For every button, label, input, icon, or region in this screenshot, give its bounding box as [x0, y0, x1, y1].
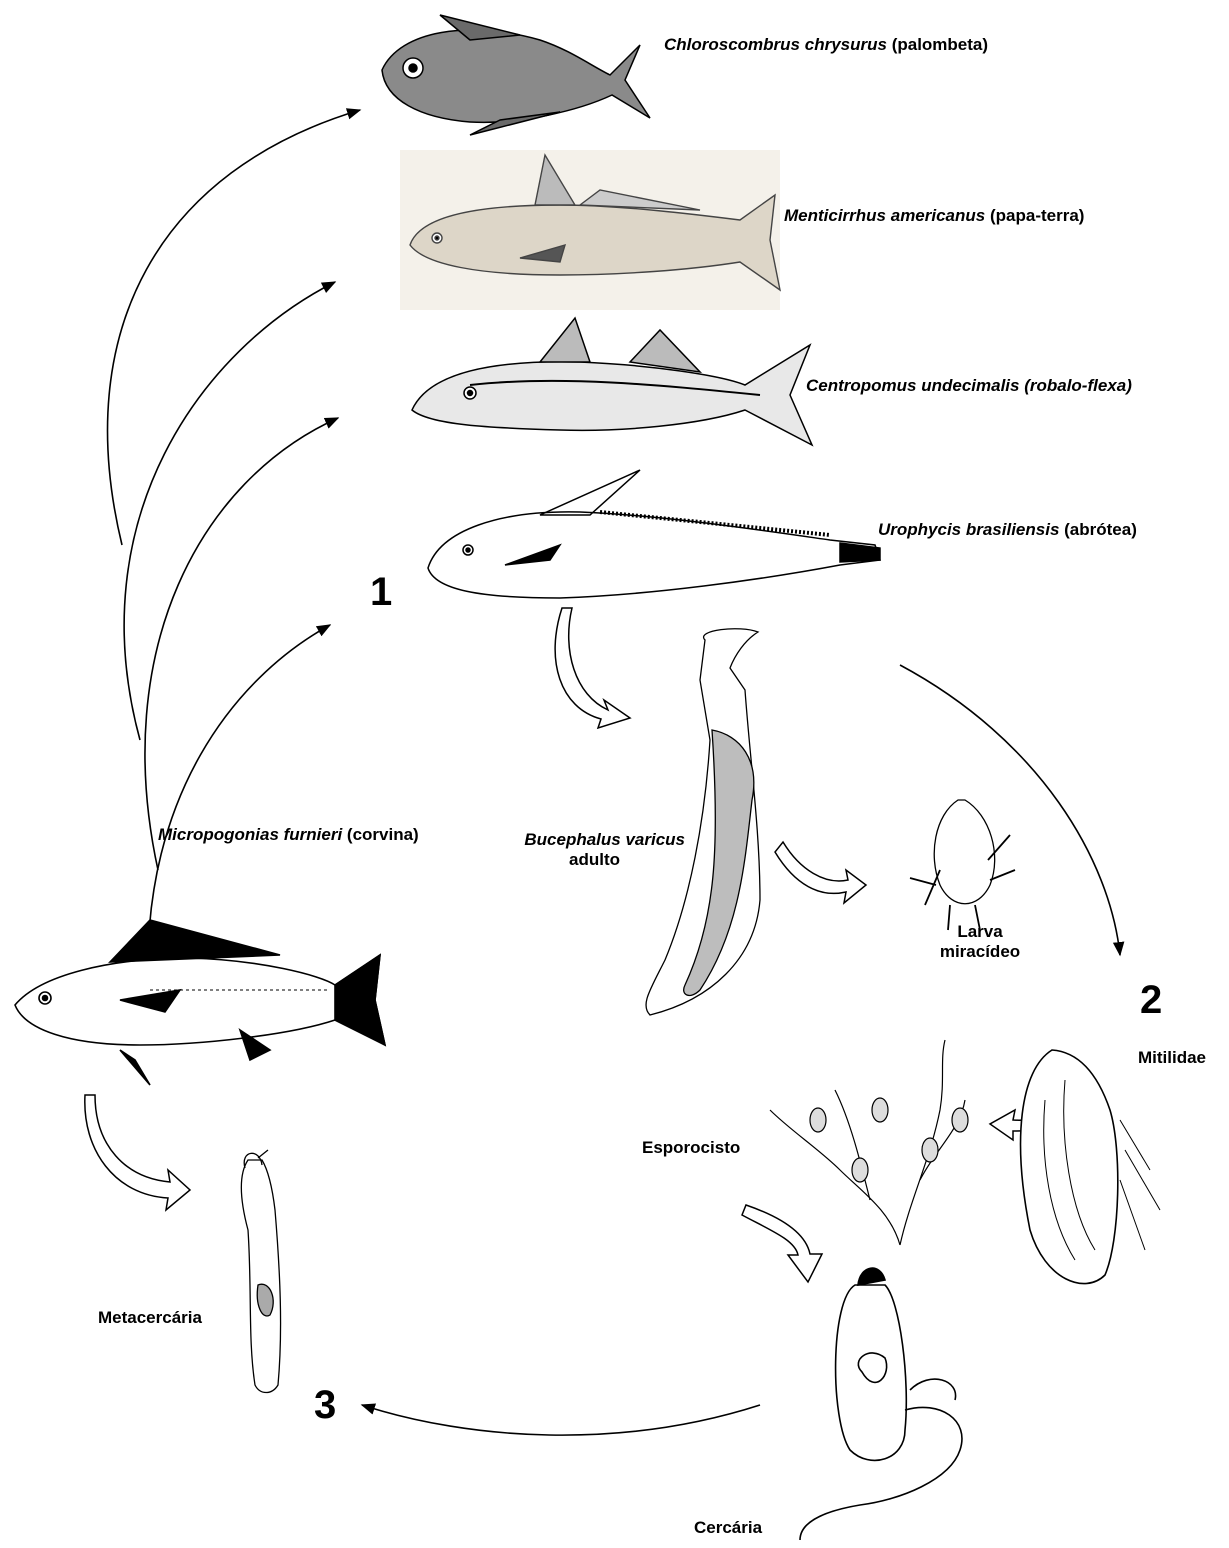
urophycis-illustration: [428, 470, 880, 598]
label-micropogonias-sci: Micropogonias furnieri: [158, 825, 342, 844]
menticirrhus-illustration: [400, 150, 780, 310]
label-chloroscombrus: Chloroscombrus chrysurus (palombeta): [664, 35, 988, 55]
label-bucephalus: Bucephalus varicus adulto: [455, 830, 685, 871]
arrow-to-menticirrhus: [124, 282, 335, 740]
label-urophycis: Urophycis brasiliensis (abrótea): [878, 520, 1137, 540]
label-bucephalus-sci: Bucephalus varicus: [524, 830, 685, 849]
label-menticirrhus-common: (papa-terra): [990, 206, 1084, 225]
label-micropogonias-common: (corvina): [347, 825, 419, 844]
arrow-to-metacercaria: [362, 1405, 760, 1435]
mitilidae-illustration: [1021, 1050, 1160, 1284]
label-bucephalus-stage: adulto: [455, 850, 685, 870]
label-centropomus-sci: Centropomus undecimalis (robalo-flexa): [806, 376, 1132, 395]
sporocyst-illustration: [770, 1040, 968, 1245]
chloroscombrus-illustration: [382, 15, 650, 135]
miracidium-illustration: [910, 800, 1015, 930]
centropomus-illustration: [412, 318, 812, 445]
arrow-to-centropomus: [145, 418, 338, 870]
stage-number-3: 3: [314, 1385, 336, 1425]
label-chloroscombrus-sci: Chloroscombrus chrysurus: [664, 35, 887, 54]
label-chloroscombrus-common: (palombeta): [892, 35, 988, 54]
hollow-arrow-corvina-to-metacercaria: [85, 1095, 190, 1210]
label-menticirrhus-sci: Menticirrhus americanus: [784, 206, 985, 225]
hollow-arrow-adult-to-miracidium: [775, 842, 866, 903]
metacercaria-illustration: [241, 1150, 280, 1393]
label-miracidium-line1: Larva: [925, 922, 1035, 942]
stage-number-1: 1: [370, 572, 392, 612]
label-centropomus: Centropomus undecimalis (robalo-flexa): [806, 376, 1132, 396]
label-menticirrhus: Menticirrhus americanus (papa-terra): [784, 206, 1084, 226]
label-urophycis-sci: Urophycis brasiliensis: [878, 520, 1059, 539]
cercaria-illustration: [800, 1268, 962, 1540]
label-micropogonias: Micropogonias furnieri (corvina): [158, 825, 419, 845]
label-urophycis-common: (abrótea): [1064, 520, 1137, 539]
arrow-to-mitilidae: [900, 665, 1120, 955]
arrow-to-urophycis: [148, 625, 330, 975]
stage-number-2: 2: [1140, 980, 1162, 1020]
hollow-arrow-sporocyst-to-cercaria: [742, 1205, 822, 1282]
bucephalus-adult-illustration: [646, 629, 760, 1015]
label-mitilidae: Mitilidae: [1138, 1048, 1206, 1068]
label-cercaria: Cercária: [694, 1518, 762, 1538]
arrow-to-chloroscombrus: [108, 110, 360, 545]
hollow-arrow-urophycis-to-adult: [555, 608, 630, 728]
label-esporocisto: Esporocisto: [642, 1138, 740, 1158]
label-miracidium: Larva miracídeo: [925, 922, 1035, 963]
label-miracidium-line2: miracídeo: [925, 942, 1035, 962]
micropogonias-illustration: [15, 920, 385, 1085]
label-metacercaria: Metacercária: [98, 1308, 202, 1328]
